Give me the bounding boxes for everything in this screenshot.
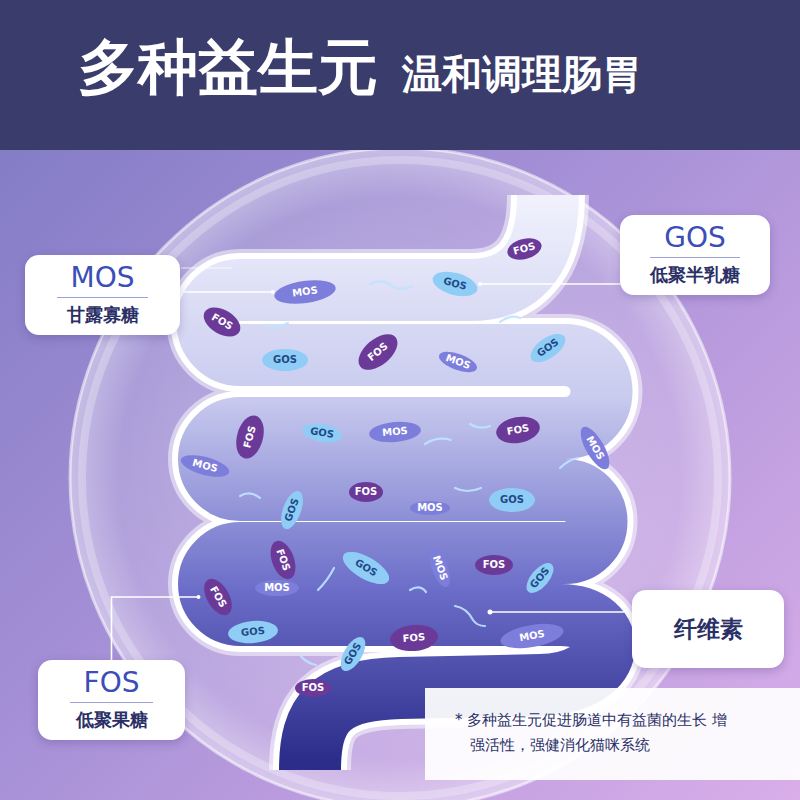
pill-label: FOS	[402, 632, 425, 644]
subtitle-text: 温和调理肠胃	[402, 47, 642, 102]
pill-label: FOS	[512, 241, 536, 256]
leader-line	[112, 597, 199, 660]
pill-label: FOS	[210, 312, 235, 332]
prebiotic-pill: FOS	[475, 555, 513, 575]
pill-label: MOS	[518, 629, 545, 643]
prebiotic-pill: MOS	[255, 580, 299, 596]
prebiotic-pill: GOS	[489, 488, 535, 512]
callout-box: MOS 甘露寡糖	[25, 255, 180, 335]
leader-dot	[478, 282, 482, 286]
prebiotic-pill: FOS	[295, 679, 331, 697]
leader-line	[480, 283, 620, 285]
pill-label: FOS	[208, 585, 228, 610]
prebiotic-pill: MOS	[410, 501, 450, 515]
callout-box: FOS 低聚果糖	[38, 660, 185, 740]
pill-label: MOS	[382, 426, 408, 438]
callout-title: FOS	[70, 668, 154, 703]
pill-label: GOS	[309, 426, 334, 440]
pill-label: GOS	[500, 495, 524, 505]
leader-dot	[196, 595, 200, 599]
pill-label: FOS	[242, 425, 257, 449]
pill-label: MOS	[417, 503, 443, 513]
pill-label: MOS	[292, 285, 319, 298]
title-banner: 多种益生元温和调理肠胃	[0, 0, 800, 150]
pill-label: FOS	[302, 683, 325, 693]
callout-title: 纤维素	[674, 614, 743, 645]
prebiotic-pill: GOS	[262, 349, 308, 371]
pill-label: MOS	[264, 583, 290, 593]
callout-box: 纤维素	[632, 590, 784, 668]
pill-label: FOS	[355, 487, 378, 497]
pill-label: GOS	[273, 355, 297, 365]
callout-subtitle: 低聚半乳糖	[650, 263, 740, 287]
caption-panel: * 多种益生元促进肠道中有益菌的生长 增强活性，强健消化猫咪系统	[425, 688, 800, 780]
caption-text: * 多种益生元促进肠道中有益菌的生长 增强活性，强健消化猫咪系统	[455, 708, 732, 758]
prebiotic-pill: FOS	[349, 482, 384, 502]
pill-label: FOS	[506, 423, 530, 437]
pill-label: MOS	[191, 458, 218, 474]
pill-label: FOS	[483, 560, 506, 570]
pill-label: FOS	[274, 548, 291, 573]
callout-subtitle: 甘露寡糖	[67, 303, 139, 327]
pill-label: GOS	[353, 558, 379, 579]
callout-title: GOS	[650, 223, 740, 258]
pill-label: GOS	[241, 626, 266, 638]
callout-title: MOS	[57, 263, 149, 298]
callout-subtitle: 低聚果糖	[76, 708, 148, 732]
pill-label: FOS	[366, 341, 390, 363]
leader-line	[490, 611, 631, 613]
leader-line	[180, 291, 273, 293]
pill-label: GOS	[442, 276, 468, 292]
title-text: 多种益生元	[78, 28, 378, 109]
callout-box: GOS 低聚半乳糖	[620, 215, 770, 295]
